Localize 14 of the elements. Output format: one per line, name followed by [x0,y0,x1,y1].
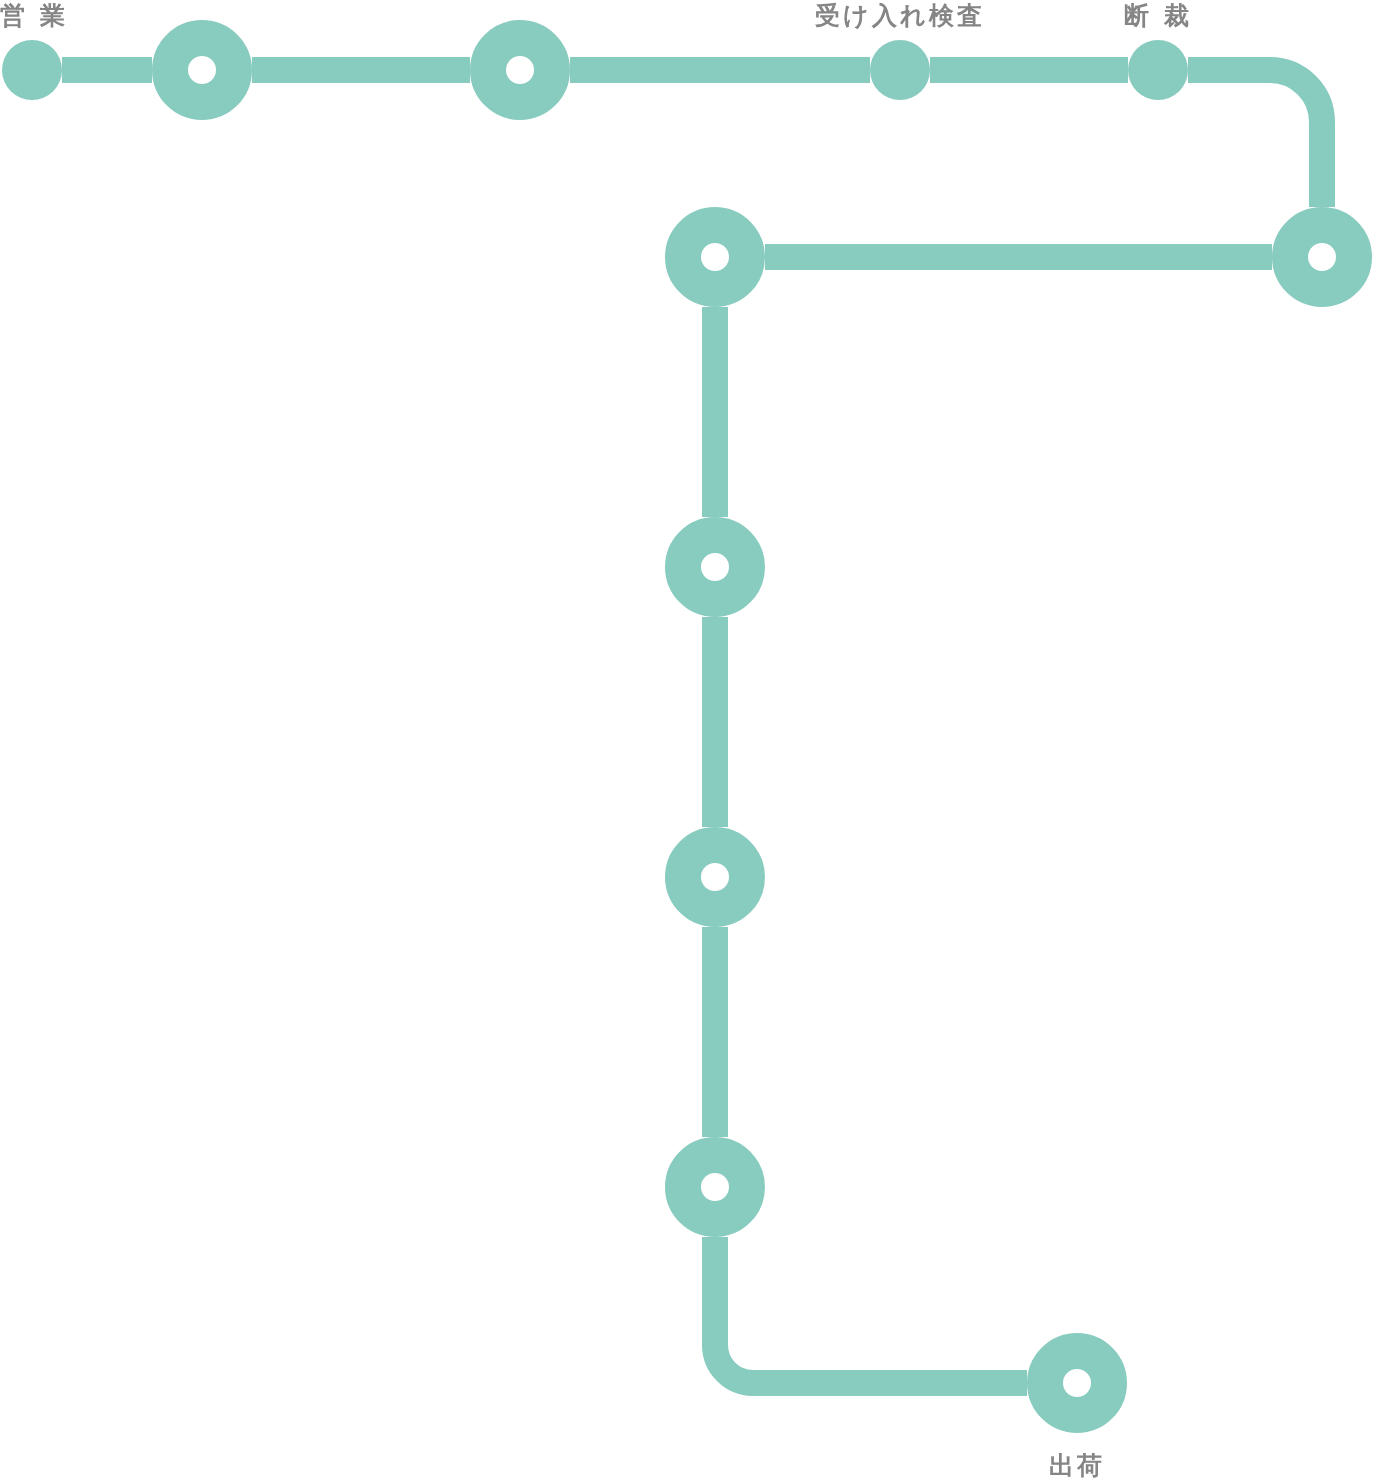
connector-line [252,57,470,83]
station-label: 出荷 [1049,1454,1105,1478]
connector-line [1188,57,1335,207]
station-label: 受け入れ検査 [815,4,985,28]
connector-line [765,244,1272,270]
connector-line [702,307,728,517]
connector-line [570,57,870,83]
connector-line [702,927,728,1137]
station-label: 営 業 [0,4,68,28]
connector-line [62,57,152,83]
station-label: 断 裁 [1124,4,1192,28]
connector-line [702,1237,1027,1396]
connector-line [930,57,1128,83]
connector-line [702,617,728,827]
